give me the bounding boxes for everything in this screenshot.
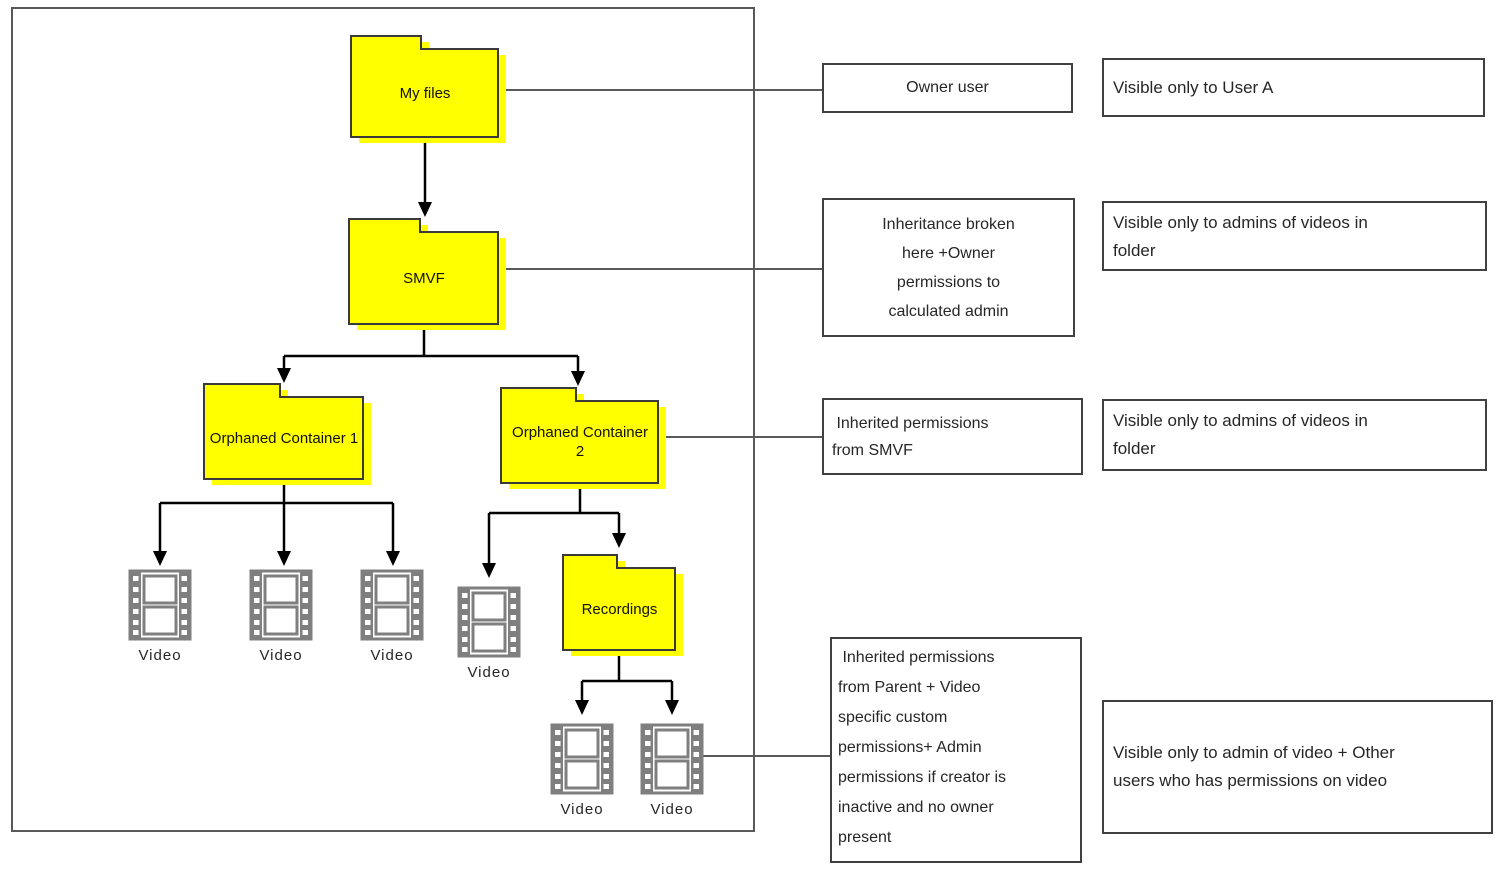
video-label: Video bbox=[138, 647, 182, 664]
video-item: Video bbox=[344, 568, 440, 664]
folder-label: Orphaned Container 2 bbox=[512, 424, 648, 460]
folder-my-files: My files bbox=[350, 35, 506, 143]
video-item: Video bbox=[112, 568, 208, 664]
folder-icon bbox=[562, 554, 683, 656]
video-label: Video bbox=[560, 801, 604, 818]
folder-label: SMVF bbox=[403, 269, 445, 287]
folder-icon bbox=[500, 387, 666, 489]
folder-recordings: Recordings bbox=[562, 554, 683, 656]
folder-icon bbox=[203, 383, 371, 485]
film-strip-icon bbox=[128, 569, 192, 641]
video-item: Video bbox=[441, 585, 537, 681]
folder-label: My files bbox=[399, 84, 451, 102]
film-strip-icon bbox=[360, 569, 424, 641]
folder-icon bbox=[348, 218, 506, 330]
note-visibility-admins-folder-1: Visible only to admins of videos in fold… bbox=[1102, 201, 1487, 271]
film-strip-icon bbox=[550, 723, 614, 795]
folder-orphaned-container-1: Orphaned Container 1 bbox=[203, 383, 371, 485]
folder-label: Orphaned Container 1 bbox=[209, 429, 359, 447]
folder-orphaned-container-2: Orphaned Container 2 bbox=[500, 387, 666, 489]
video-item: Video bbox=[624, 722, 720, 818]
folder-label: Recordings bbox=[581, 600, 658, 618]
note-inherited-from-parent: Inherited permissions from Parent + Vide… bbox=[830, 637, 1082, 863]
video-label: Video bbox=[370, 647, 414, 664]
video-label: Video bbox=[467, 664, 511, 681]
film-strip-icon bbox=[640, 723, 704, 795]
note-visibility-admins-folder-2: Visible only to admins of videos in fold… bbox=[1102, 399, 1487, 471]
hierarchy-frame bbox=[11, 7, 755, 832]
note-owner-user: Owner user bbox=[822, 63, 1073, 113]
film-strip-icon bbox=[249, 569, 313, 641]
note-inheritance-broken: Inheritance broken here +Owner permissio… bbox=[822, 198, 1075, 337]
note-visibility-user-a: Visible only to User A bbox=[1102, 58, 1485, 117]
video-item: Video bbox=[233, 568, 329, 664]
video-label: Video bbox=[650, 801, 694, 818]
video-item: Video bbox=[534, 722, 630, 818]
note-visibility-admin-video: Visible only to admin of video + Other u… bbox=[1102, 700, 1493, 834]
folder-icon bbox=[350, 35, 506, 143]
note-inherited-from-smvf: Inherited permissions from SMVF bbox=[822, 398, 1083, 475]
video-label: Video bbox=[259, 647, 303, 664]
folder-smvf: SMVF bbox=[348, 218, 506, 330]
film-strip-icon bbox=[457, 586, 521, 658]
